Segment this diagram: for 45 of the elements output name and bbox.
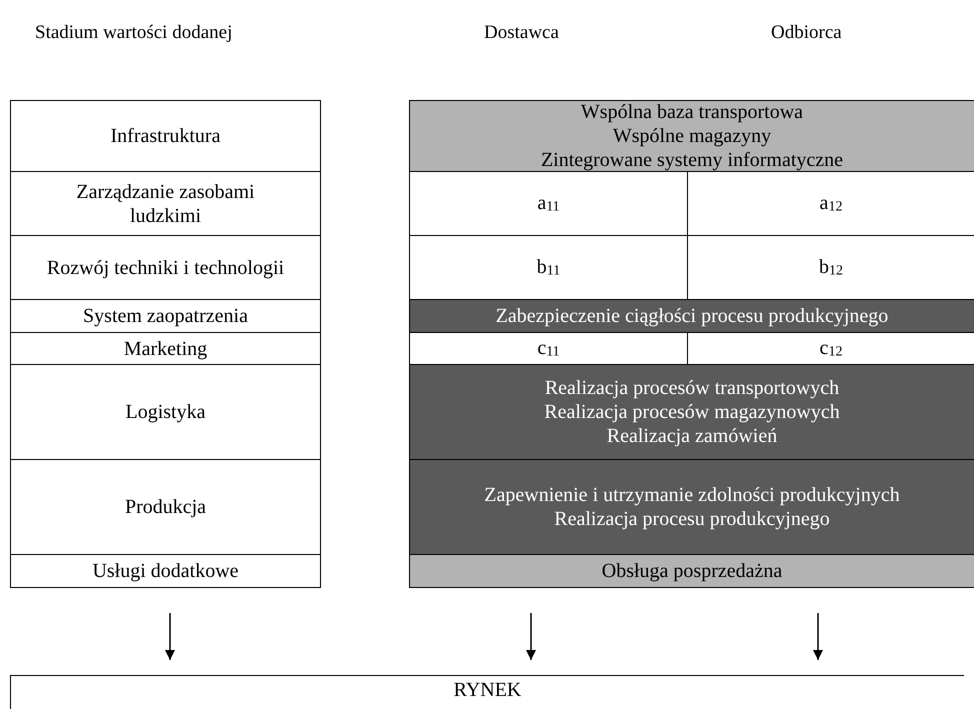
table-cell [10,100,321,172]
market-box [10,675,964,709]
cell-text: Wspólna baza transportowa [580,100,804,124]
cell-text: System zaopatrzenia [83,304,248,328]
cell-text: c$_{12}$ [820,336,842,362]
arrow [813,613,823,660]
cell-text: Marketing [124,336,208,360]
table-cell [409,459,974,555]
arrow [165,613,175,660]
column-header: Dostawca [484,22,559,44]
cell-text: Infrastruktura [110,124,220,148]
cell-text: Realizacja procesów transportowych [544,376,840,400]
cell-text: Realizacja procesu produkcyjnego [554,507,830,531]
cell-text: Realizacja zamówień [606,424,778,448]
cell-text: Zapewnienie i utrzymanie zdolności produkcyjnych [484,483,900,507]
cell-text: c$_{11}$ [537,336,560,362]
cell-text: a$_{11}$ [537,190,560,216]
table-cell [409,364,974,460]
cell-text: Zintegrowane systemy informatyczne [540,148,844,172]
cell-text: b$_{12}$ [819,254,843,280]
table-cell [10,459,321,555]
cell-text: Realizacja procesów magazynowych [544,400,840,424]
cell-text: b$_{11}$ [536,254,560,280]
cell-text: Zarządzanie zasobami ludzkimi [75,180,256,228]
arrow [526,613,536,660]
cell-text: RYNEK [454,678,522,702]
cell-text: Usługi dodatkowe [92,559,239,583]
column-header: Odbiorca [771,22,842,44]
table-cell [10,332,321,365]
table-cell [409,554,974,588]
cell-text: Wspólne magazyny [612,124,772,148]
cell-text: Produkcja [124,495,206,519]
table-cell [10,554,321,588]
cell-text: Logistyka [126,400,206,424]
table-cell [409,100,974,172]
table-cell [10,299,321,333]
table-cell [10,235,321,300]
cell-text: Rozwój techniki i technologii [46,256,284,280]
cell-text: Obsługa posprzedażna [602,559,782,583]
cell-text: Zabezpieczenie ciągłości procesu produkcyjnego [496,304,888,328]
table-cell [10,171,321,236]
table-cell [10,364,321,460]
table-cell [409,299,974,333]
cell-text: a$_{12}$ [820,190,842,216]
column-header: Stadium wartości dodanej [35,22,232,44]
